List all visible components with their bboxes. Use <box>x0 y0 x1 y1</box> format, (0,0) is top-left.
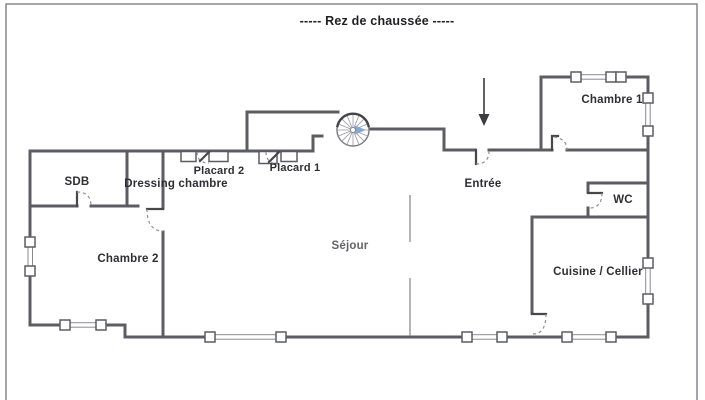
frame-border <box>5 3 698 400</box>
room-label-cuisine: Cuisine / Cellier <box>553 266 643 278</box>
windows <box>24 71 654 343</box>
spiral-staircase-icon <box>336 112 370 147</box>
room-label-chambre1: Chambre 1 <box>581 94 643 106</box>
room-label-chambre2: Chambre 2 <box>97 253 159 265</box>
room-label-sejour: Séjour <box>331 240 369 252</box>
placard-closets <box>180 150 298 165</box>
room-label-wc: WC <box>613 194 633 206</box>
room-label-dressing: Dressing chambre <box>124 178 228 190</box>
room-label-placard1: Placard 1 <box>269 162 321 174</box>
room-label-placard2: Placard 2 <box>193 165 245 177</box>
plan-title: ----- Rez de chaussée ----- <box>299 14 455 28</box>
room-label-entree: Entrée <box>464 178 502 190</box>
room-label-sdb: SDB <box>64 176 90 188</box>
interior-walls <box>28 149 650 339</box>
door-swings <box>75 134 604 335</box>
entrance-arrow-icon <box>478 78 490 126</box>
